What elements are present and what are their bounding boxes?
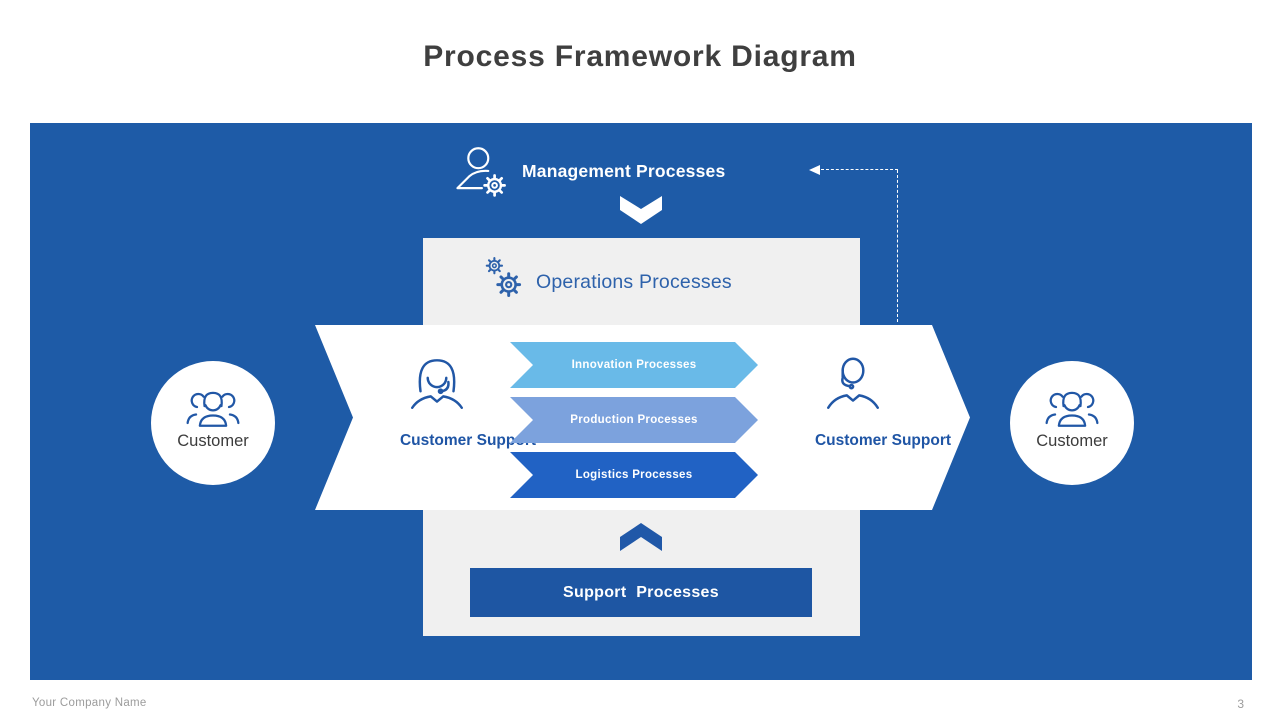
customer-support-left-label: Customer Support	[399, 432, 537, 449]
customer-left-label: Customer	[177, 432, 249, 450]
customer-circle-right: Customer	[1010, 361, 1134, 485]
customers-group-icon	[1041, 385, 1103, 429]
logistics-processes-arrow: Logistics Processes	[510, 452, 758, 498]
manager-gear-icon	[452, 141, 510, 199]
support-agent-female-icon	[404, 351, 470, 415]
chevron-up-icon	[620, 523, 662, 551]
slide-title: Process Framework Diagram	[423, 40, 857, 73]
support-processes-box: Support Processes	[470, 568, 812, 617]
dashed-connector-horizontal	[821, 169, 898, 170]
customer-circle-left: Customer	[151, 361, 275, 485]
support-agent-male-icon	[820, 351, 886, 415]
dashed-connector-vertical	[897, 170, 898, 322]
dashed-arrowhead-icon	[809, 165, 820, 175]
customer-right-label: Customer	[1036, 432, 1108, 450]
customer-support-right-label: Customer Support	[814, 432, 952, 449]
production-processes-arrow: Production Processes	[510, 397, 758, 443]
operations-processes-label: Operations Processes	[536, 271, 732, 293]
page-number: 3	[1237, 697, 1244, 711]
chevron-down-icon	[620, 196, 662, 224]
customers-group-icon	[182, 385, 244, 429]
gears-icon	[482, 256, 528, 304]
innovation-processes-arrow: Innovation Processes	[510, 342, 758, 388]
management-processes-label: Management Processes	[522, 161, 726, 181]
footer-company-name: Your Company Name	[32, 697, 147, 709]
diagram-canvas: Management Processes Operations Processe…	[30, 123, 1252, 680]
